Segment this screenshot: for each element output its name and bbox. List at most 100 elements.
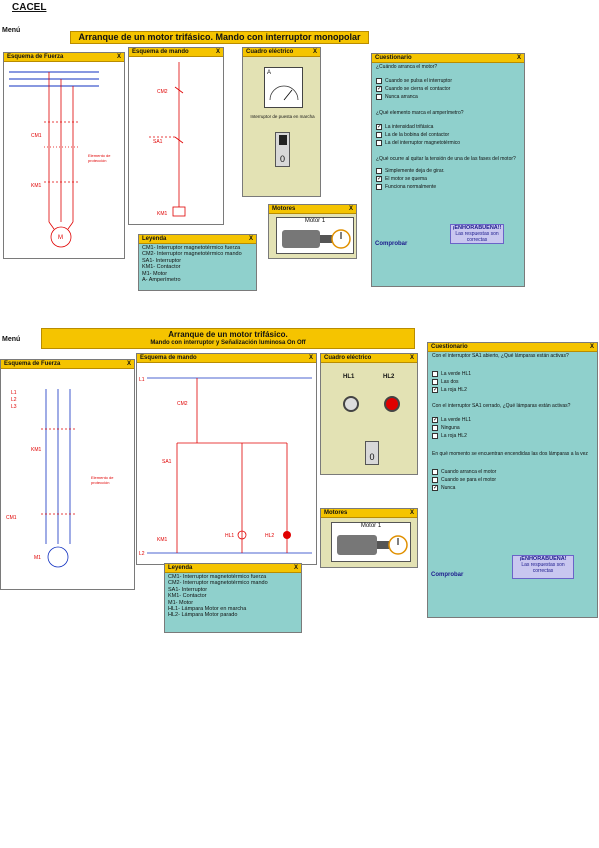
svg-text:protección: protección	[91, 480, 109, 485]
result-subtitle: Las respuestas son correctas	[521, 562, 565, 574]
answer-label: Cuando se para el motor	[441, 477, 497, 483]
checkbox[interactable]	[432, 425, 438, 431]
checkbox[interactable]	[432, 469, 438, 475]
ammeter-gauge-icon	[269, 85, 299, 101]
checkbox[interactable]: ✓	[432, 417, 439, 423]
start-switch[interactable]: 0	[365, 441, 379, 465]
checkbox[interactable]	[432, 477, 438, 483]
checkbox[interactable]: ✓	[432, 387, 439, 393]
answer-option[interactable]: Cuando se pulsa el interruptor	[372, 77, 524, 85]
hl1-label: HL1	[343, 374, 355, 380]
checkbox[interactable]	[432, 371, 438, 377]
start-switch[interactable]: 0	[275, 132, 290, 167]
check-button[interactable]: Comprobar	[375, 241, 408, 247]
window-title: Esquema de mando	[132, 49, 189, 55]
close-icon[interactable]: X	[516, 55, 521, 61]
answer-label: Ninguna	[441, 425, 460, 431]
answer-option[interactable]: Nunca arranca	[372, 93, 524, 101]
answer-option[interactable]: La roja HL2	[428, 432, 597, 440]
legend-item: SA1- Interruptor	[142, 257, 182, 264]
window-title: Esquema de mando	[140, 355, 197, 361]
close-icon[interactable]: X	[312, 49, 317, 55]
check-button[interactable]: Comprobar	[431, 572, 464, 578]
motor-card: Motor 1	[331, 522, 411, 562]
answer-option[interactable]: ✓La verde HL1	[428, 416, 597, 424]
result-title: ¡ENHORABUENA!	[519, 556, 567, 562]
window-title: Cuestionario	[375, 55, 412, 61]
legend-item: HL2- Lámpara Motor parado	[168, 612, 238, 619]
question-3: ¿Qué ocurre al quitar la tensión de una …	[376, 156, 516, 162]
motors-window: Motores X Motor 1	[268, 204, 357, 259]
svg-text:Elemento de: Elemento de	[88, 153, 111, 158]
checkbox[interactable]	[376, 184, 382, 190]
legend-item: CM2- Interruptor magnetotérmico mando	[168, 580, 268, 587]
answer-option[interactable]: La del interruptor magnetotérmico	[372, 139, 524, 147]
answer-option[interactable]: La verde HL1	[428, 370, 597, 378]
checkbox[interactable]: ✓	[376, 86, 383, 92]
checkbox[interactable]	[432, 379, 438, 385]
answer-option[interactable]: ✓El motor se quema	[372, 175, 524, 183]
question-2: Con el interruptor SA1 cerrado, ¿Qué lám…	[432, 403, 571, 409]
window-title: Motores	[272, 206, 296, 212]
answer-option[interactable]: Simplemente deja de girar.	[372, 167, 524, 175]
answer-label: El motor se quema	[385, 176, 427, 182]
page-title: Arranque de un motor trifásico. Mando co…	[70, 31, 369, 44]
svg-text:CM2: CM2	[157, 89, 168, 95]
close-icon[interactable]: X	[589, 344, 594, 350]
checkbox[interactable]	[376, 94, 382, 100]
window-title: Cuestionario	[431, 344, 468, 350]
checkbox[interactable]	[376, 168, 382, 174]
svg-text:SA1: SA1	[162, 459, 172, 465]
checkbox[interactable]	[432, 433, 438, 439]
svg-text:L2: L2	[11, 397, 17, 403]
checkbox[interactable]	[376, 140, 382, 146]
answer-option[interactable]: Cuando se para el motor	[428, 476, 597, 484]
checkbox[interactable]: ✓	[432, 485, 439, 491]
answer-option[interactable]: La de la bobina del contactor	[372, 131, 524, 139]
close-icon[interactable]: X	[116, 54, 121, 60]
answer-option[interactable]: Ninguna	[428, 424, 597, 432]
close-icon[interactable]: X	[248, 236, 253, 242]
checkbox[interactable]: ✓	[376, 124, 383, 130]
hl2-lamp-icon	[384, 396, 400, 412]
close-icon[interactable]: X	[348, 206, 353, 212]
answer-option[interactable]: Funciona normalmente	[372, 183, 524, 191]
checkbox[interactable]: ✓	[376, 176, 383, 182]
menu-link[interactable]: Menú	[2, 27, 21, 34]
close-icon[interactable]: X	[215, 49, 220, 55]
answer-option[interactable]: Cuando arranca el motor	[428, 468, 597, 476]
motor-icon	[282, 229, 351, 249]
answer-label: Nunca arranca	[385, 94, 418, 100]
ammeter-label: A	[267, 70, 272, 76]
menu-link-bottom[interactable]: Menú	[2, 336, 21, 343]
window-title: Esquema de Fuerza	[4, 361, 61, 367]
result-subtitle: Las respuestas son correctas	[455, 231, 499, 243]
legend-item: KM1- Contactor	[142, 264, 181, 271]
answer-label: Las dos	[441, 379, 459, 385]
answer-option[interactable]: Las dos	[428, 378, 597, 386]
svg-text:L2: L2	[139, 551, 145, 557]
answer-option[interactable]: ✓La intensidad trifásica	[372, 123, 524, 131]
motor-name: Motor 1	[304, 218, 326, 224]
checkbox[interactable]	[376, 78, 382, 84]
close-icon[interactable]: X	[293, 565, 298, 571]
answer-label: Cuando se cierra el contactor	[385, 86, 451, 92]
answer-option[interactable]: ✓Nunca	[428, 484, 597, 492]
answer-option[interactable]: ✓La roja HL2	[428, 386, 597, 394]
svg-text:L3: L3	[11, 404, 17, 410]
close-icon[interactable]: X	[308, 355, 313, 361]
close-icon[interactable]: X	[409, 510, 414, 516]
answer-option[interactable]: ✓Cuando se cierra el contactor	[372, 85, 524, 93]
close-icon[interactable]: X	[409, 355, 414, 361]
checkbox[interactable]	[376, 132, 382, 138]
answer-label: Simplemente deja de girar.	[385, 168, 445, 174]
close-icon[interactable]: X	[126, 361, 131, 367]
